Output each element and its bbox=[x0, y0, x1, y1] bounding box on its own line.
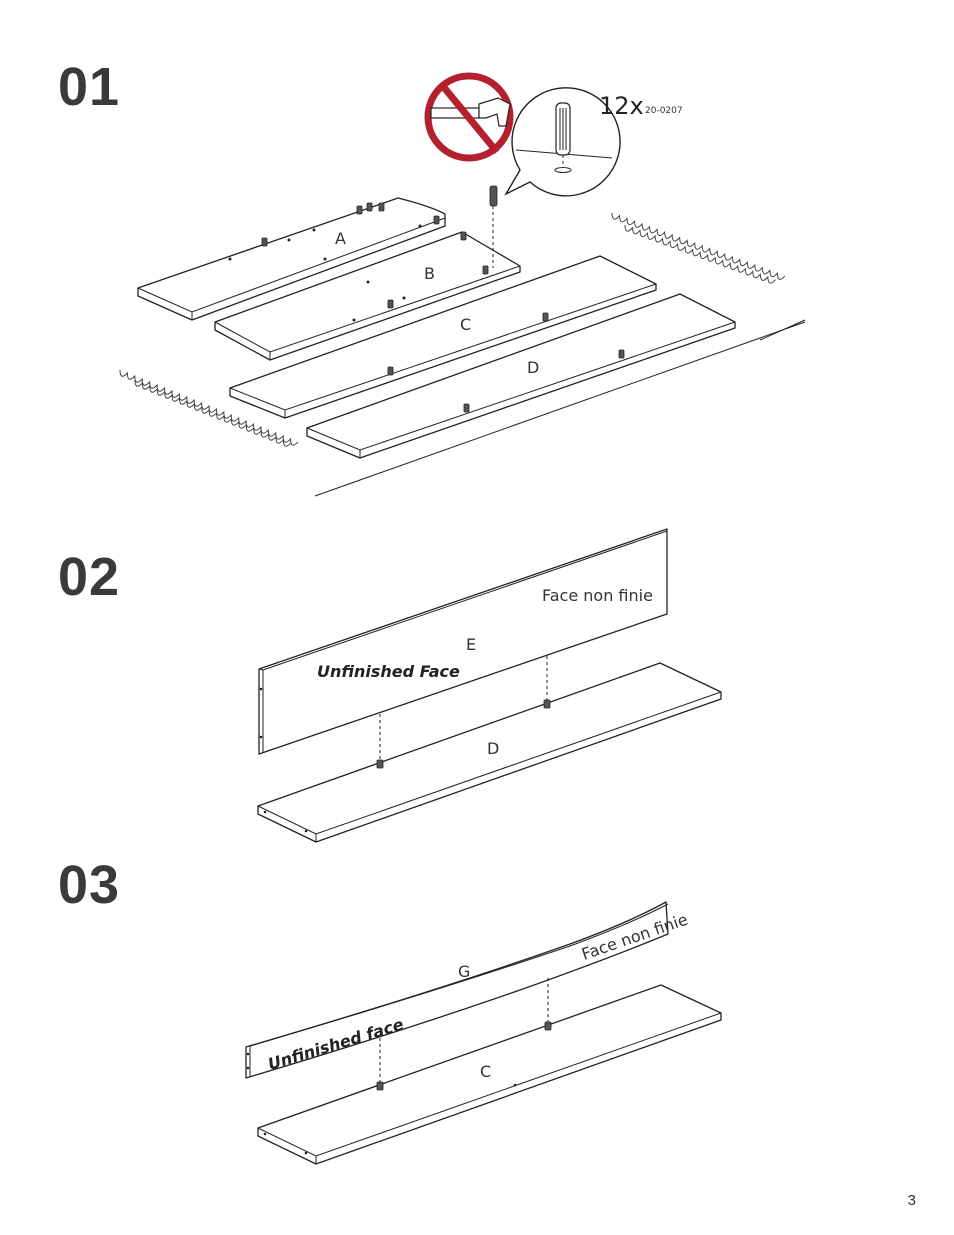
no-hammer-icon bbox=[424, 72, 514, 162]
step1-illustration: A B C bbox=[119, 72, 806, 497]
panel-a-label: A bbox=[335, 229, 346, 248]
dowel-quantity: 12x bbox=[599, 92, 644, 120]
panel-c-step3: C bbox=[257, 984, 722, 1165]
panel-e-label: E bbox=[466, 635, 476, 654]
dowel-part-code: 20-0207 bbox=[645, 106, 683, 116]
floor-line bbox=[314, 321, 806, 497]
panel-b-label: B bbox=[424, 264, 435, 283]
unfinished-face-label: Unfinished Face bbox=[317, 662, 460, 681]
panel-c-step3-label: C bbox=[480, 1062, 491, 1081]
step3-illustration: Face non finie G Unfinished face C bbox=[245, 901, 722, 1165]
step-number-02: 02 bbox=[58, 547, 121, 607]
panel-g-label: G bbox=[458, 962, 470, 981]
panel-d-step2: D bbox=[257, 662, 722, 843]
panel-a: A bbox=[137, 197, 446, 321]
panel-e: Face non finie E Unfinished Face bbox=[258, 528, 668, 755]
dowel-callout: 12x 20-0207 bbox=[504, 87, 683, 197]
step-number-03: 03 bbox=[58, 855, 121, 915]
step-number-01: 01 bbox=[58, 57, 121, 117]
panel-c: C bbox=[229, 255, 657, 419]
panel-c-label: C bbox=[460, 315, 471, 334]
page-number: 3 bbox=[907, 1192, 916, 1209]
step2-illustration: Face non finie E Unfinished Face D bbox=[257, 528, 722, 843]
panel-d-label: D bbox=[527, 358, 539, 377]
panel-d-step2-label: D bbox=[487, 739, 499, 758]
carpet-scribble-left bbox=[119, 369, 299, 447]
face-non-finie-label: Face non finie bbox=[542, 586, 653, 605]
dowel-insertion bbox=[489, 185, 498, 268]
panel-d: D bbox=[306, 293, 736, 459]
panel-b: B bbox=[214, 231, 521, 361]
